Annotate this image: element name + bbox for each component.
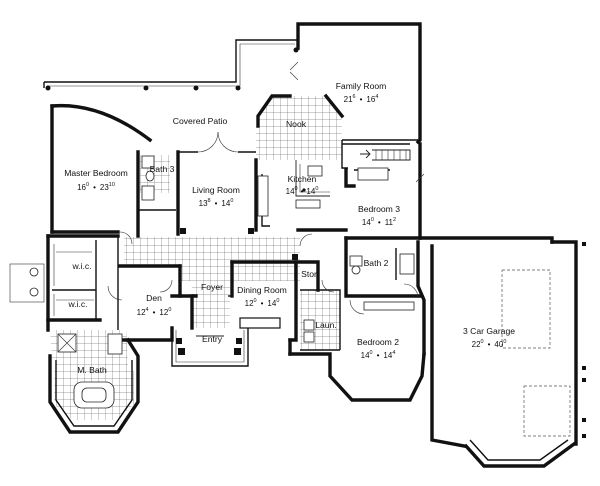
room-dimensions: 220•400 <box>472 339 507 349</box>
room-dimensions: 160•2310 <box>77 182 115 192</box>
room-dimensions: 120•140 <box>245 298 280 308</box>
room-dimensions: 216•164 <box>344 94 379 104</box>
interior-walls <box>46 139 422 351</box>
room-name: 3 Car Garage <box>463 326 515 336</box>
room-name: Family Room <box>336 81 387 91</box>
room-name: Living Room <box>192 185 240 195</box>
room-dimensions: 140•140 <box>286 186 319 196</box>
room-laundry: Laun. <box>315 320 337 330</box>
entry-porch <box>171 317 281 367</box>
fixtures <box>9 149 586 438</box>
room-family-room: Family Room 216•164 <box>336 81 387 104</box>
room-entry: Entry <box>202 334 223 344</box>
room-name: Bedroom 3 <box>358 204 400 214</box>
room-bath-2: Bath 2 <box>364 258 389 268</box>
room-bedroom-3: Bedroom 3 140•112 <box>358 204 400 227</box>
room-dimensions: 124•120 <box>137 307 172 317</box>
patio-outline <box>43 39 299 91</box>
room-storage: Stor. <box>301 269 319 279</box>
room-name: Kitchen <box>288 174 317 184</box>
room-name: Master Bedroom <box>64 168 128 178</box>
room-name: Bedroom 2 <box>357 337 399 347</box>
room-name: Dining Room <box>237 285 287 295</box>
room-den: Den 124•120 <box>137 293 172 317</box>
door-swings <box>107 61 425 337</box>
room-bedroom-2: Bedroom 2 140•144 <box>357 337 399 360</box>
room-wic-lower: w.i.c. <box>67 299 87 309</box>
room-covered-patio: Covered Patio <box>173 116 228 126</box>
room-living-room: Living Room 138•140 <box>192 185 240 208</box>
room-nook: Nook <box>286 119 307 129</box>
room-dining-room: Dining Room 120•140 <box>237 285 287 308</box>
room-foyer: Foyer <box>201 282 223 292</box>
room-kitchen: Kitchen 140•140 <box>286 174 319 196</box>
room-bath-3: Bath 3 <box>150 164 175 174</box>
room-dimensions: 140•144 <box>361 350 396 360</box>
room-dimensions: 138•140 <box>199 198 234 208</box>
room-master-bedroom: Master Bedroom 160•2310 <box>64 168 128 192</box>
room-master-bath: M. Bath <box>77 365 107 375</box>
room-name: Den <box>146 293 162 303</box>
stairs <box>360 149 411 161</box>
room-wic-upper: w.i.c. <box>71 261 91 271</box>
room-3-car-garage: 3 Car Garage 220•400 <box>463 326 515 349</box>
room-dimensions: 140•112 <box>362 217 396 227</box>
exterior-walls <box>46 22 578 468</box>
room-labels: Family Room 216•164 Covered Patio Nook M… <box>64 81 515 375</box>
